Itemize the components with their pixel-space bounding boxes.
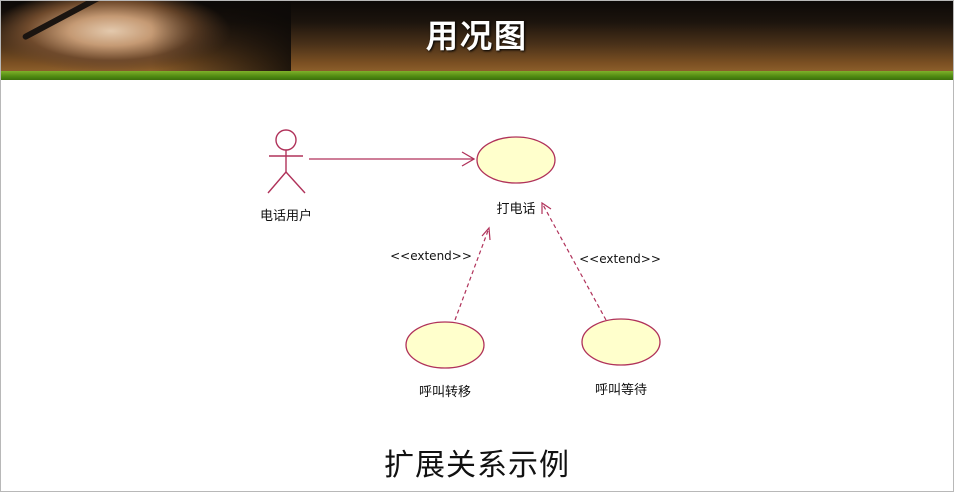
use-case-make-call[interactable]	[476, 136, 556, 184]
extend-arrow-left	[454, 226, 491, 321]
actor-label: 电话用户	[260, 208, 312, 224]
use-case-make-call-label: 打电话	[496, 202, 535, 217]
use-case-call-transfer[interactable]	[405, 321, 485, 369]
association-arrow	[309, 151, 476, 167]
use-case-call-waiting[interactable]	[581, 318, 661, 366]
actor-stick-figure[interactable]	[267, 129, 306, 194]
extend-label-left: <<extend>>	[390, 249, 472, 263]
use-case-call-waiting-label: 呼叫等待	[595, 382, 647, 398]
header-divider	[1, 71, 953, 80]
use-case-call-transfer-label: 呼叫转移	[419, 385, 471, 400]
extend-arrow-right	[541, 201, 607, 321]
slide-title: 用况图	[425, 17, 528, 55]
header-banner: 用况图	[1, 1, 953, 71]
banner-fade	[151, 1, 291, 71]
slide-caption: 扩展关系示例	[384, 448, 570, 483]
extend-label-right: <<extend>>	[579, 252, 661, 266]
